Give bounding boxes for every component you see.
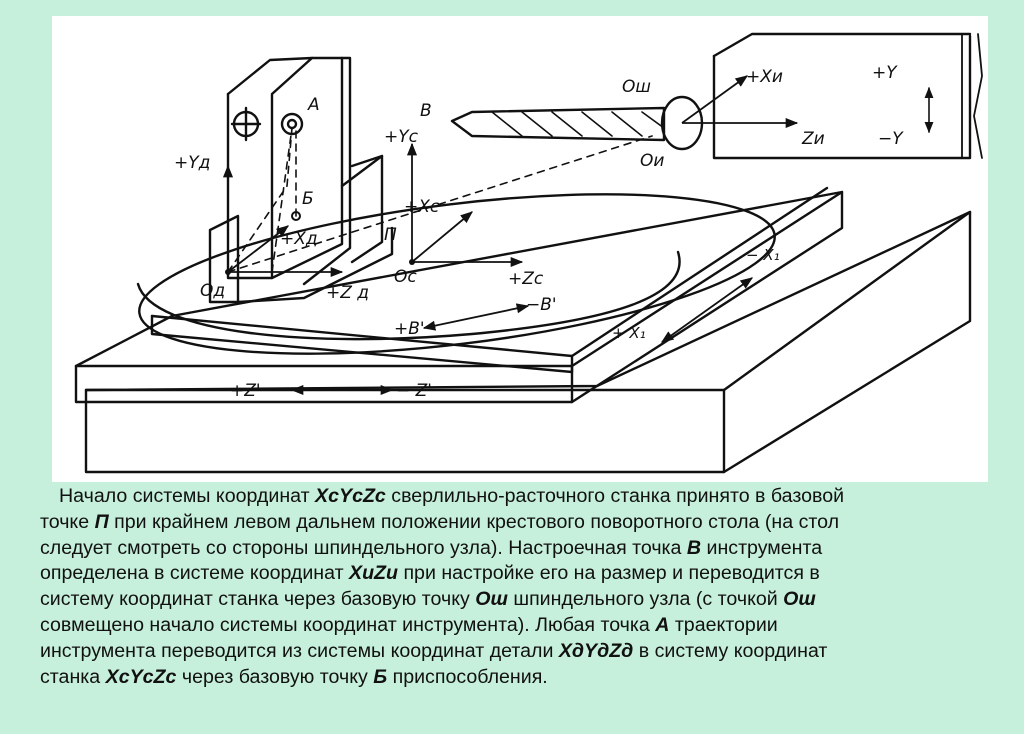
label-yc: +Yс bbox=[384, 127, 419, 147]
rotary-table-edge bbox=[136, 250, 681, 341]
label-minus-x1: − X₁ bbox=[746, 246, 780, 264]
caption-line: систему координат станка через базовую т… bbox=[40, 588, 816, 611]
fixture-right-block bbox=[340, 154, 384, 264]
caption-emphasis: Ош bbox=[783, 588, 816, 611]
label-plus-z: +Z' bbox=[230, 381, 261, 401]
label-b-point: Б bbox=[302, 189, 314, 209]
caption-emphasis: В bbox=[686, 536, 702, 559]
fixture-right-block-top bbox=[350, 154, 384, 168]
lower-slide-top bbox=[74, 190, 844, 368]
caption-emphasis: XсYсZс bbox=[315, 485, 386, 507]
rotary-table bbox=[138, 193, 776, 355]
machine-drawing: Ош +Xи Zи Ои +Y −Y В А Б +Yс +Yд +Xс +Xд… bbox=[74, 32, 983, 474]
label-b-tool: В bbox=[420, 101, 432, 121]
caption-emphasis: П bbox=[94, 510, 109, 533]
label-zc: +Zс bbox=[508, 269, 544, 289]
label-plus-b: +B' bbox=[394, 319, 425, 339]
caption-line: станка XсYсZс через базовую точку Б прис… bbox=[40, 665, 548, 688]
caption-line: совмещено начало системы координат инстр… bbox=[40, 613, 778, 636]
caption-text: Начало системы координат XсYсZс сверлиль… bbox=[40, 484, 990, 690]
caption-emphasis: XиZи bbox=[349, 562, 398, 585]
cross-table-front bbox=[150, 314, 574, 374]
caption-line: Начало системы координат XсYсZс сверлиль… bbox=[59, 485, 845, 507]
fixture-vertical bbox=[226, 56, 352, 286]
label-xc: +Xс bbox=[404, 197, 440, 217]
label-a-point: А bbox=[307, 95, 320, 115]
label-yd: +Yд bbox=[174, 153, 210, 173]
label-xi: +Xи bbox=[746, 67, 783, 87]
label-oi: Ои bbox=[640, 151, 664, 171]
machine-diagram: Ош +Xи Zи Ои +Y −Y В А Б +Yс +Yд +Xс +Xд… bbox=[52, 16, 988, 482]
label-od: Од bbox=[200, 281, 225, 301]
fixture-top bbox=[226, 56, 314, 96]
caption-line: инструмента переводится из системы коорд… bbox=[40, 639, 828, 662]
caption-line: следует смотреть со стороны шпиндельного… bbox=[40, 536, 823, 559]
base-bed bbox=[84, 388, 726, 474]
label-minus-b: −B' bbox=[526, 295, 557, 315]
lower-slide bbox=[74, 364, 574, 404]
lower-slide-right bbox=[570, 190, 844, 404]
label-zd: +Z д bbox=[326, 283, 369, 303]
label-osh: Ош bbox=[622, 77, 651, 97]
label-xd: +Xд bbox=[280, 229, 318, 249]
fixture-inner bbox=[270, 56, 344, 280]
label-zi: Zи bbox=[801, 129, 825, 149]
caption-emphasis: А bbox=[655, 613, 670, 636]
label-minus-y: −Y bbox=[878, 129, 904, 149]
caption-emphasis: Б bbox=[373, 665, 388, 688]
caption-line: определена в системе координат XиZи при … bbox=[40, 562, 820, 585]
base-bed-right-face bbox=[722, 210, 972, 474]
label-minus-z: − Z' bbox=[396, 381, 432, 401]
spindle-head-top bbox=[712, 32, 972, 58]
drill-bit bbox=[450, 106, 666, 142]
caption-emphasis: Ош bbox=[475, 588, 508, 611]
caption-emphasis: XдYдZд bbox=[558, 639, 634, 662]
caption-emphasis: XсYсZс bbox=[105, 665, 177, 688]
label-plus-x1: + X₁ bbox=[612, 324, 646, 342]
label-p-point: П bbox=[384, 225, 397, 245]
label-plus-y: +Y bbox=[872, 63, 898, 83]
caption-line: точке П при крайнем левом дальнем положе… bbox=[40, 510, 840, 533]
spindle-head bbox=[712, 34, 972, 160]
label-oc: Ос bbox=[394, 267, 417, 287]
